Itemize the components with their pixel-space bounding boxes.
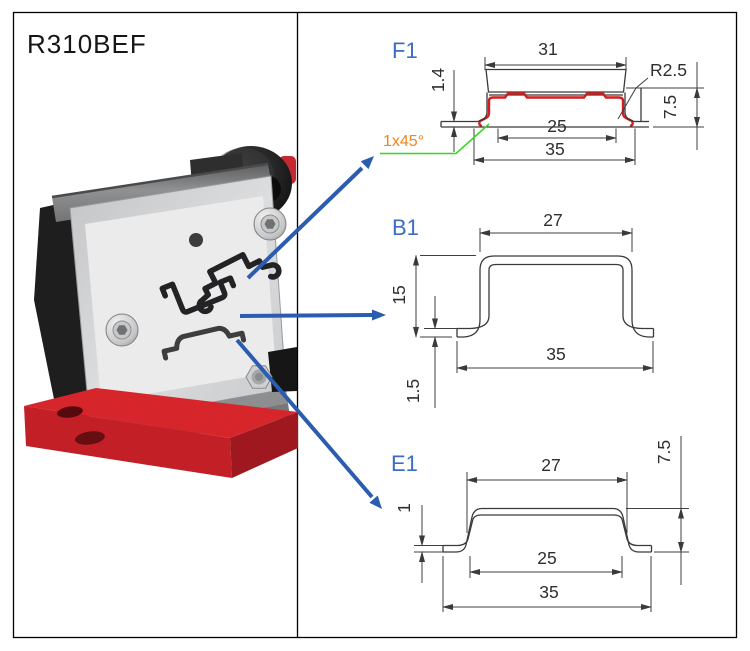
die-slot-e bbox=[161, 325, 247, 361]
b1-dim-15: 15 bbox=[389, 285, 409, 304]
e1-profile-inner bbox=[443, 514, 652, 547]
b1-profile-outer bbox=[457, 255, 654, 338]
socket-bolt bbox=[105, 313, 139, 347]
mount-hole bbox=[57, 406, 83, 418]
f1-drawing: F1 31 1.4 R2.5 7.5 bbox=[380, 38, 704, 165]
base-plate-top bbox=[24, 388, 298, 438]
b1-dim-35: 35 bbox=[546, 344, 565, 364]
f1-dim-1-4: 1.4 bbox=[428, 68, 448, 93]
f1-punch-body bbox=[485, 68, 627, 93]
f1-dim-31: 31 bbox=[538, 39, 557, 59]
e1-dim-35: 35 bbox=[539, 582, 558, 602]
arrowhead-f1 bbox=[360, 156, 374, 170]
arrow-to-e1 bbox=[235, 338, 374, 499]
base-plate-side bbox=[230, 412, 298, 478]
b1-profile-inner bbox=[457, 263, 654, 330]
arrowhead-b1 bbox=[372, 309, 386, 321]
die-slot-f bbox=[196, 252, 282, 315]
socket-bolt bbox=[253, 207, 287, 241]
b1-dim-27: 27 bbox=[543, 210, 562, 230]
e1-dim-1: 1 bbox=[394, 503, 414, 513]
base-plate-front bbox=[24, 406, 232, 478]
e1-drawing: E1 27 7.5 1 25 35 bbox=[391, 436, 689, 612]
e1-dim-25: 25 bbox=[537, 548, 556, 568]
b1-label: B1 bbox=[392, 215, 419, 240]
die-slot-b bbox=[159, 275, 237, 315]
product-photo: R310BEF bbox=[24, 29, 298, 478]
f1-cutting-edge bbox=[478, 92, 634, 128]
e1-dim-27: 27 bbox=[541, 455, 560, 475]
arrow-to-f1 bbox=[246, 166, 364, 280]
product-code: R310BEF bbox=[27, 29, 147, 59]
pointer-arrows bbox=[235, 156, 386, 509]
f1-label: F1 bbox=[392, 38, 418, 63]
f1-dim-35: 35 bbox=[545, 139, 564, 159]
f1-dim-25: 25 bbox=[547, 116, 566, 136]
f1-dim-7-5: 7.5 bbox=[660, 95, 680, 119]
e1-profile-outer bbox=[443, 507, 652, 553]
arrow-to-b1 bbox=[239, 313, 373, 318]
arrowhead-e1 bbox=[369, 495, 382, 509]
f1-chamfer-leader bbox=[380, 123, 490, 155]
f1-dim-r2-5: R2.5 bbox=[650, 60, 687, 80]
e1-dim-7-5: 7.5 bbox=[654, 440, 674, 464]
b1-dim-1-5: 1.5 bbox=[403, 379, 423, 403]
plate-hole bbox=[189, 233, 203, 247]
f1-chamfer-note: 1x45° bbox=[383, 133, 424, 150]
e1-label: E1 bbox=[391, 451, 418, 476]
mount-hole bbox=[75, 431, 105, 445]
b1-drawing: B1 27 15 35 1.5 bbox=[389, 210, 655, 408]
